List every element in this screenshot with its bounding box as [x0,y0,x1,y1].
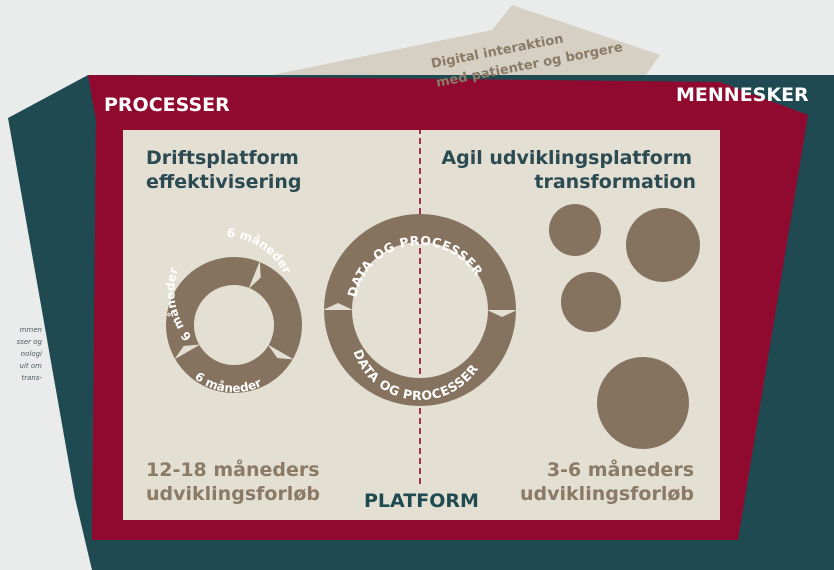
platform-area [123,130,720,520]
agile-circle-medium [561,272,621,332]
right-title-line-1: Agil udviklingsplatform [441,147,692,169]
right-title-line-2: transformation [534,171,696,193]
data-processer-ring [323,214,517,406]
side-note-line: uit om [19,362,42,370]
platform-label: PLATFORM [364,490,479,512]
side-note-line: nologi [20,350,42,358]
agile-circle-large [626,208,700,282]
cycle-segment-join [267,344,294,360]
mennesker-label: MENNESKER [676,84,809,106]
left-title-line-1: Driftsplatform [146,147,299,169]
processer-label: PROCESSER [104,94,230,116]
cycle-segment-join [174,344,201,360]
agile-circle-xlarge [597,357,689,449]
side-note-line: trans- [21,374,42,382]
right-footer-line-1: 3-6 måneders [546,459,694,481]
left-title-line-2: effektivisering [146,171,302,193]
right-footer-line-2: udviklingsforløb [520,483,694,505]
agile-circle-small [549,204,601,256]
cycle-segment-join [248,261,261,289]
left-cycle-ring [166,257,302,393]
side-note-line: sser og [16,338,42,346]
left-footer-line-1: 12-18 måneders [146,459,320,481]
ring-segment-join [487,310,517,317]
left-footer-line-2: udviklingsforløb [146,483,320,505]
ring-segment-join [323,303,353,310]
side-note-line: mmen [19,326,42,334]
